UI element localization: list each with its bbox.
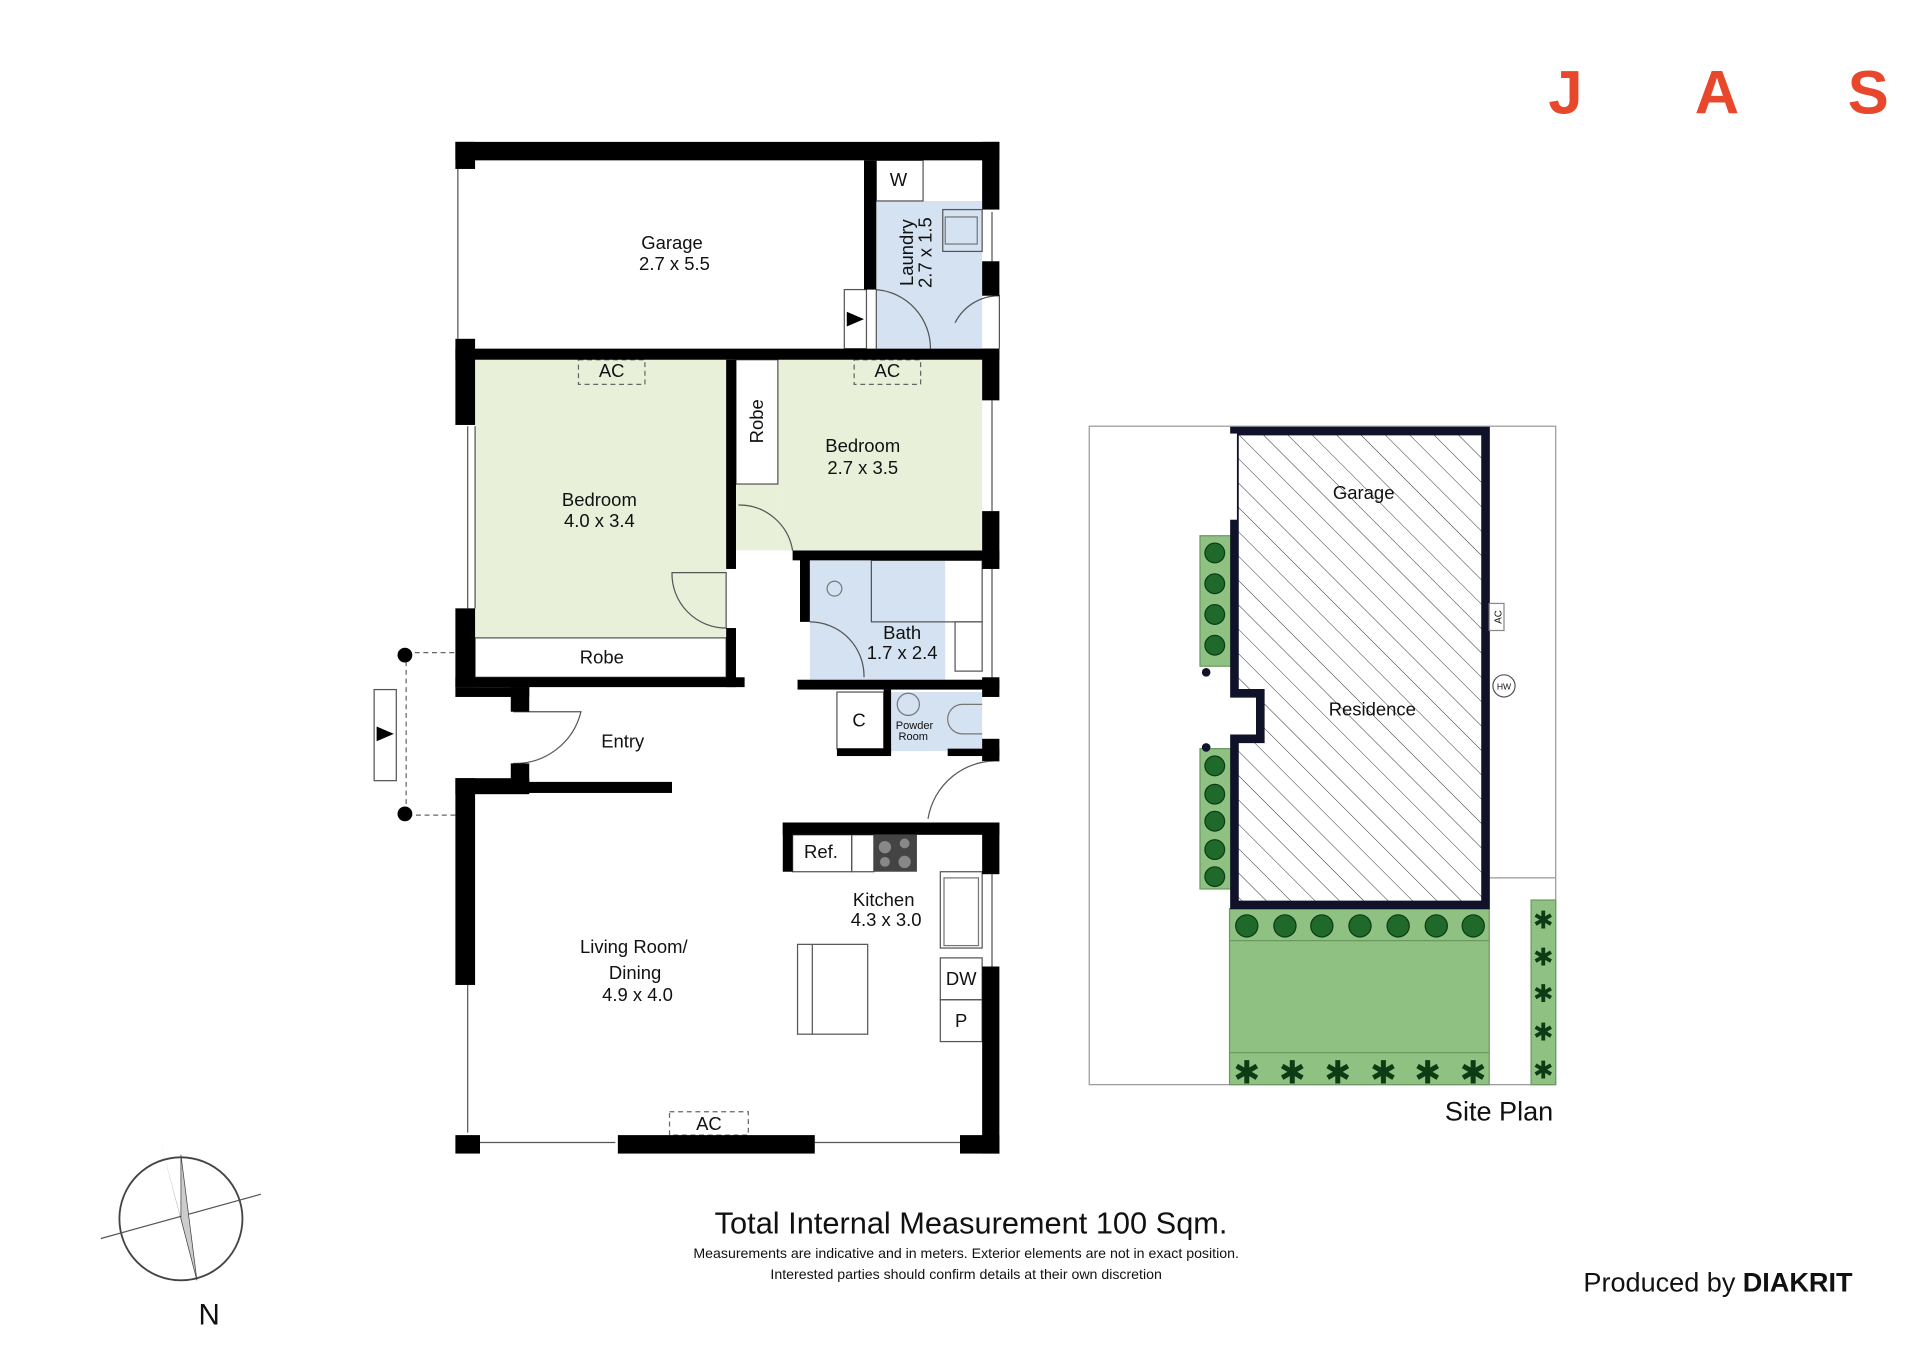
producer-logo: DIAKRIT bbox=[1743, 1266, 1853, 1297]
living-label-2: Dining bbox=[609, 962, 661, 983]
bedroom2-label: Bedroom bbox=[825, 435, 900, 456]
walls bbox=[376, 141, 1000, 1154]
laundry-label: Laundry bbox=[896, 219, 917, 286]
svg-text:✱: ✱ bbox=[1533, 981, 1554, 1008]
svg-text:✱: ✱ bbox=[1324, 1054, 1351, 1090]
bedroom1-label: Bedroom bbox=[562, 489, 637, 510]
kitchen-size: 4.3 x 3.0 bbox=[851, 909, 922, 930]
disclaimer-line-1: Measurements are indicative and in meter… bbox=[693, 1245, 1238, 1261]
ac-label: AC bbox=[875, 360, 901, 381]
svg-text:✱: ✱ bbox=[1533, 1058, 1554, 1085]
powder-room-label: Powder bbox=[896, 720, 934, 732]
garage-size: 2.7 x 5.5 bbox=[639, 253, 710, 274]
robe-label: Robe bbox=[746, 399, 767, 443]
residence-footprint bbox=[1230, 426, 1490, 910]
cupboard-label: C bbox=[852, 710, 865, 731]
robe-label: Robe bbox=[580, 647, 624, 668]
ac-label: AC bbox=[599, 360, 625, 381]
washer-label: W bbox=[890, 169, 908, 190]
fridge-label: Ref. bbox=[804, 841, 838, 862]
ac-label: AC bbox=[696, 1113, 722, 1134]
garage-entry-arrow-icon bbox=[846, 311, 864, 327]
produced-by-label: Produced by bbox=[1583, 1266, 1735, 1297]
trees bbox=[1204, 542, 1485, 938]
bath-label: Bath bbox=[883, 622, 921, 643]
living-size: 4.9 x 4.0 bbox=[602, 984, 673, 1005]
bedroom1-size: 4.0 x 3.4 bbox=[564, 510, 635, 531]
bedroom2-size: 2.7 x 3.5 bbox=[827, 457, 898, 478]
brand-logo: J A S bbox=[1548, 59, 1888, 128]
floor-plan: Garage 2.7 x 5.5 W Laundry 2.7 x 1.5 AC … bbox=[373, 141, 1000, 1154]
brand-letter-j: J bbox=[1548, 59, 1582, 128]
laundry-fill bbox=[876, 200, 983, 349]
laundry-size: 2.7 x 1.5 bbox=[915, 217, 936, 288]
shrubs: ✱ ✱ ✱ ✱ ✱ ✱ ✱ ✱ ✱ ✱ ✱ bbox=[1233, 907, 1553, 1090]
svg-text:✱: ✱ bbox=[1533, 907, 1554, 934]
brand-letter-s: S bbox=[1848, 59, 1889, 128]
site-plan-title: Site Plan bbox=[1445, 1095, 1553, 1126]
cooktop-icon bbox=[873, 834, 917, 872]
total-area: Total Internal Measurement 100 Sqm. bbox=[715, 1206, 1228, 1241]
garage-label: Garage bbox=[641, 232, 703, 253]
dishwasher-label: DW bbox=[946, 968, 977, 989]
site-residence-label: Residence bbox=[1329, 698, 1416, 719]
front-entry-arrow-icon bbox=[376, 726, 394, 742]
svg-text:✱: ✱ bbox=[1533, 944, 1554, 971]
svg-text:✱: ✱ bbox=[1414, 1054, 1441, 1090]
compass-north-label: N bbox=[199, 1299, 220, 1332]
entry-label: Entry bbox=[601, 730, 645, 751]
site-garage-label: Garage bbox=[1333, 482, 1395, 503]
svg-text:✱: ✱ bbox=[1370, 1054, 1397, 1090]
svg-text:✱: ✱ bbox=[1460, 1054, 1487, 1090]
bedroom1-fill bbox=[475, 359, 727, 638]
disclaimer-line-2: Interested parties should confirm detail… bbox=[770, 1266, 1161, 1282]
hot-water-label: HW bbox=[1497, 682, 1512, 692]
bath-size: 1.7 x 2.4 bbox=[867, 642, 938, 663]
living-label: Living Room/ bbox=[580, 936, 689, 957]
svg-text:✱: ✱ bbox=[1233, 1054, 1260, 1090]
svg-text:✱: ✱ bbox=[1533, 1019, 1554, 1046]
pantry-label: P bbox=[955, 1010, 967, 1031]
site-ac-label: AC bbox=[1494, 610, 1505, 624]
powder-room-fill bbox=[888, 692, 983, 752]
site-plan: ✱ ✱ ✱ ✱ ✱ ✱ ✱ ✱ ✱ ✱ ✱ AC HW Garage Residence Site… bbox=[1088, 425, 1557, 1126]
bedroom2-fill bbox=[777, 359, 983, 551]
svg-text:✱: ✱ bbox=[1279, 1054, 1306, 1090]
powder-room-label-2: Room bbox=[898, 731, 928, 743]
bath-fill bbox=[809, 560, 946, 680]
brand-letter-a: A bbox=[1695, 59, 1739, 128]
north-compass-icon: N bbox=[100, 1140, 262, 1332]
kitchen-label: Kitchen bbox=[853, 889, 915, 910]
